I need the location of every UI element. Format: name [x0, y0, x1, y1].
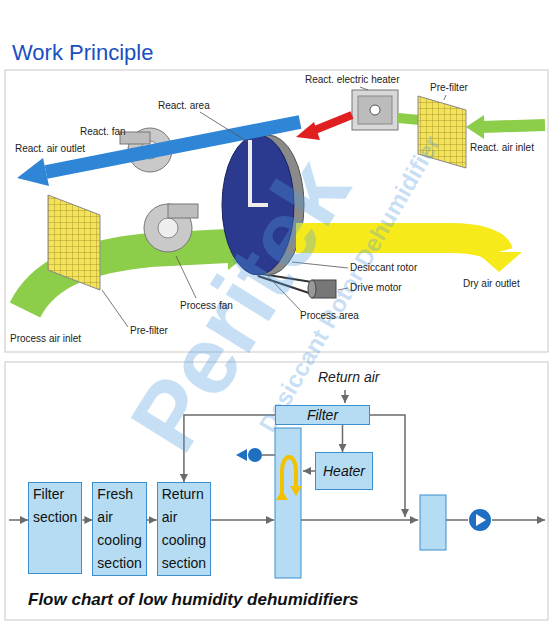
- box-text: Fresh air cooling section: [97, 483, 141, 575]
- box-text: Filter: [307, 407, 338, 423]
- box-text: Return air cooling section: [162, 483, 206, 575]
- air-line: [9, 519, 28, 521]
- part-label: Drive motor: [350, 282, 402, 294]
- illustration-part: [352, 90, 398, 130]
- flow-connector: [342, 425, 344, 452]
- component-box: Filter: [275, 405, 370, 425]
- illustration-part: [370, 415, 405, 517]
- illustration-part: [446, 519, 468, 521]
- illustration-part: [420, 495, 446, 550]
- part-label: React. electric heater: [305, 74, 400, 86]
- part-label: Process air inlet: [10, 333, 81, 345]
- part-label: Pre-filter: [130, 325, 168, 337]
- process-pre-filter: [48, 195, 100, 290]
- figure-caption: Flow chart of low humidity dehumidifiers: [28, 590, 359, 610]
- illustration-part: [17, 158, 49, 186]
- part-label: Desiccant rotor: [350, 262, 417, 274]
- illustration-part: [158, 218, 178, 238]
- illustration-part: [301, 519, 418, 521]
- part-label: Dry air outlet: [463, 278, 520, 290]
- illustration-part: [476, 514, 486, 526]
- react-electric-heater: [296, 90, 398, 140]
- illustration-part: [492, 519, 545, 521]
- illustration-part: [444, 95, 446, 100]
- illustration-part: [303, 470, 315, 472]
- flowchart-lines: [262, 390, 545, 520]
- part-label: React. air outlet: [15, 143, 85, 155]
- illustration-part: [358, 96, 392, 124]
- section-box: Fresh air cooling section: [92, 482, 146, 576]
- flow-connector: [147, 519, 157, 521]
- flow-label: Return air: [318, 371, 379, 383]
- part-label: Process area: [300, 310, 359, 322]
- illustration-part: [469, 509, 491, 531]
- air-line: [211, 519, 274, 521]
- process-fan: [144, 204, 198, 252]
- illustration-part: [48, 195, 100, 290]
- illustration-part: [102, 290, 128, 327]
- illustration-part: [296, 122, 320, 140]
- illustration-part: [200, 112, 248, 142]
- page-title: Work Principle: [12, 40, 153, 66]
- reactivation-fan-symbol: [236, 448, 262, 462]
- cooling-box: [420, 495, 446, 550]
- component-box: Heater: [315, 452, 373, 490]
- illustration-part: [248, 448, 262, 462]
- part-label: React. area: [158, 100, 210, 112]
- part-label: React. air inlet: [470, 142, 534, 154]
- illustration-part: [482, 125, 545, 127]
- section-box: Filter section: [28, 482, 82, 574]
- illustration-part: [344, 390, 346, 403]
- illustration-part: [168, 204, 198, 218]
- box-text: Heater: [323, 463, 365, 479]
- illustration-part: [290, 486, 302, 496]
- illustration-part: [476, 252, 522, 272]
- illustration-part: [276, 490, 288, 500]
- illustration-part: [275, 428, 301, 578]
- illustration-part: [236, 449, 247, 461]
- flow-connector: [82, 519, 92, 521]
- section-box: Return air cooling section: [157, 482, 211, 576]
- box-text: Filter section: [33, 483, 77, 529]
- supply-fan-symbol: [469, 509, 491, 531]
- illustration-part: [398, 118, 420, 120]
- illustration-part: [360, 87, 368, 90]
- illustration-part: [466, 115, 484, 139]
- illustration-part: [370, 105, 380, 115]
- part-label: Process fan: [180, 300, 233, 312]
- part-label: React. fan: [80, 126, 126, 138]
- illustration-part: [262, 454, 275, 456]
- part-label: Pre-filter: [430, 82, 468, 94]
- desiccant-wheel-box: [275, 428, 302, 578]
